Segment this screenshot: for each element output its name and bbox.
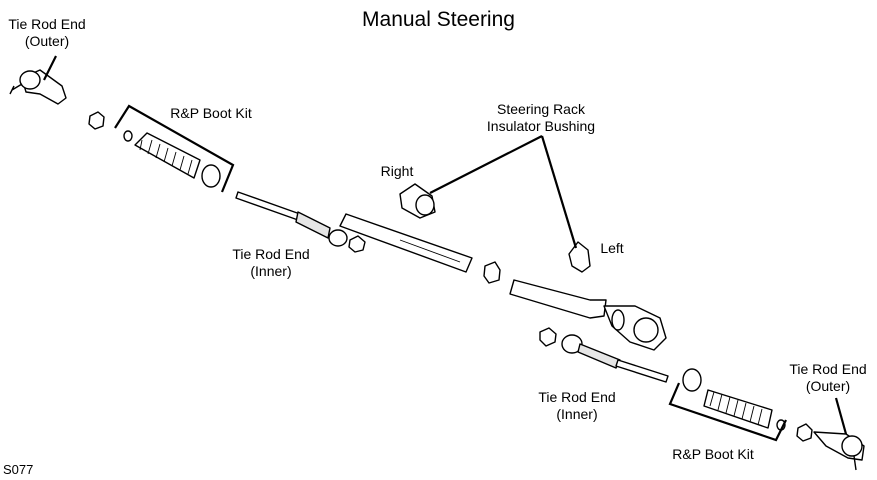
left-inner-tie-rod (235, 191, 348, 247)
rack-housing (509, 279, 667, 351)
rack-shaft (339, 213, 473, 273)
leader-right-bushing (429, 135, 543, 194)
right-inner-tie-rod (561, 334, 669, 383)
label-right-inner-tie-rod-end: Tie Rod End (Inner) (530, 389, 624, 423)
leader-left-outer (43, 55, 57, 81)
right-nut (796, 423, 813, 442)
label-line-2: (Outer) (24, 33, 70, 49)
label-left-outer-tie-rod-end: Tie Rod End (Outer) (2, 16, 92, 50)
label-line-1: Steering Rack (497, 101, 585, 117)
label-left: Left (600, 240, 624, 256)
page-title: Manual Steering (362, 8, 515, 31)
right-jam-nut (539, 327, 557, 347)
label-left-rp-boot-kit: R&P Boot Kit (170, 105, 252, 121)
label-line-1: Tie Rod End (789, 361, 867, 377)
label-line-1: Tie Rod End (8, 16, 86, 32)
left-nut (88, 111, 105, 130)
label-line-2: Insulator Bushing (486, 118, 596, 134)
left-boot-clamp (201, 164, 221, 188)
label-line-1: Tie Rod End (538, 389, 616, 405)
label-right-rp-boot-kit: R&P Boot Kit (672, 446, 754, 462)
leader-right-outer (834, 397, 848, 435)
label-left-inner-tie-rod-end: Tie Rod End (Inner) (226, 246, 316, 280)
right-boot (703, 389, 773, 429)
label-insulator-bushing: Steering Rack Insulator Bushing (476, 101, 606, 135)
middle-bushing (483, 261, 501, 284)
right-boot-kit-bracket (668, 382, 787, 442)
left-outer-tie-rod-end (9, 69, 67, 105)
right-boot-clamp (682, 368, 702, 392)
label-line-2: (Inner) (250, 263, 292, 279)
right-insulator-bushing (399, 183, 436, 219)
label-line-1: Tie Rod End (232, 246, 310, 262)
leader-left-bushing (540, 135, 578, 249)
right-outer-tie-rod-end (813, 431, 865, 471)
label-right-outer-tie-rod-end: Tie Rod End (Outer) (780, 361, 876, 395)
left-small-clip (123, 130, 133, 142)
label-line-2: (Outer) (805, 378, 851, 394)
left-boot-kit-bracket (114, 104, 235, 193)
label-line-2: (Inner) (556, 406, 598, 422)
left-boot (134, 132, 201, 179)
left-insulator-bushing (568, 241, 591, 273)
left-jam-nut (348, 235, 366, 253)
label-right: Right (380, 163, 414, 179)
figure-code: S077 (3, 462, 34, 477)
